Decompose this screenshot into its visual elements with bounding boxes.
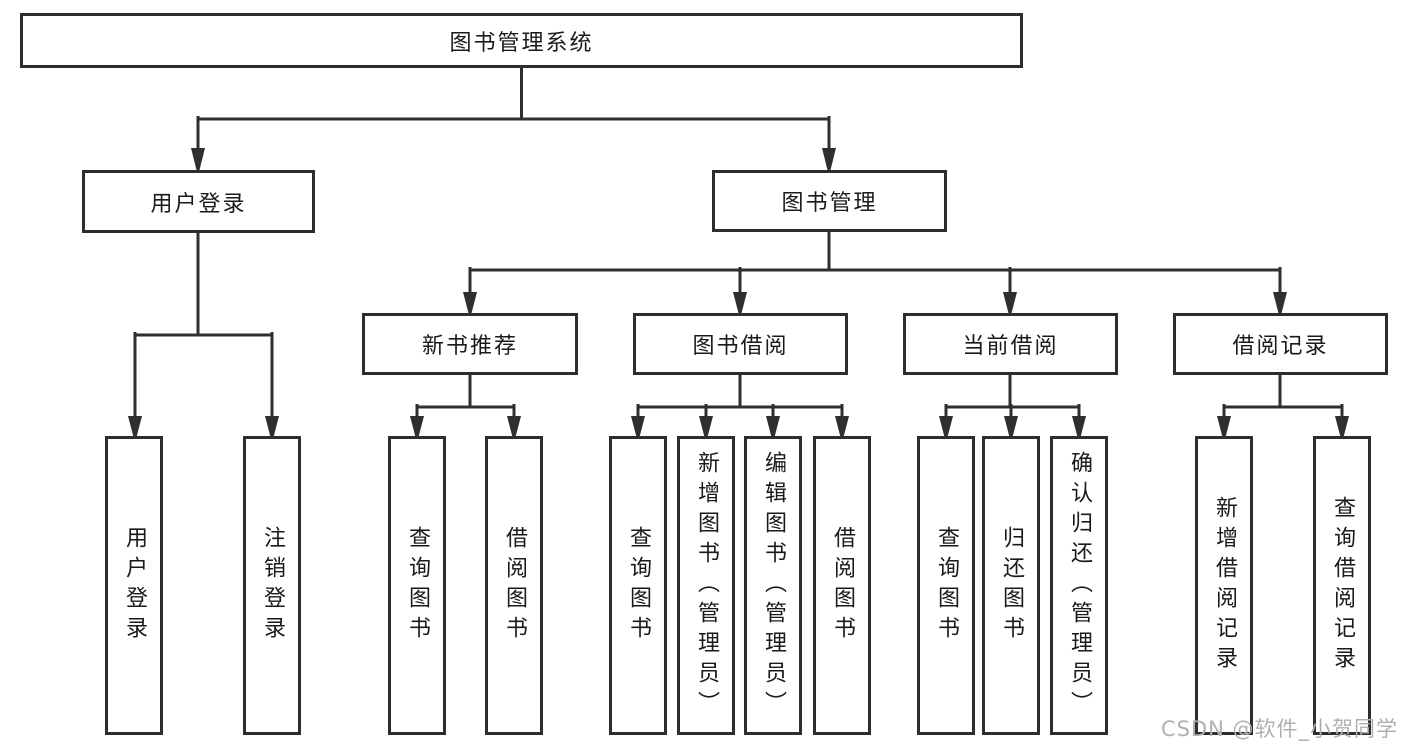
leaf-user-login: 用户登录 [105, 436, 163, 735]
leaf-query-books: 查询图书 [609, 436, 667, 735]
arrowheads [128, 148, 1349, 443]
node-library-system: 图书管理系统 [20, 13, 1023, 68]
leaf-logout-login: 注销登录 [243, 436, 301, 735]
node-book-management: 图书管理 [712, 170, 947, 232]
node-new-book-recommend: 新书推荐 [362, 313, 578, 375]
leaf-query-books: 查询图书 [917, 436, 975, 735]
leaf-return-books: 归还图书 [982, 436, 1040, 735]
node-book-borrowing: 图书借阅 [633, 313, 848, 375]
leaf-edit-books-admin: 编辑图书（管理员） [744, 436, 802, 735]
leaf-add-books-admin: 新增图书（管理员） [677, 436, 735, 735]
watermark-text: CSDN @软件_小贺同学 [1160, 717, 1398, 741]
leaf-query-borrow-record: 查询借阅记录 [1313, 436, 1371, 735]
node-user-login: 用户登录 [82, 170, 315, 233]
node-current-borrowing: 当前借阅 [903, 313, 1118, 375]
leaf-confirm-return-admin: 确认归还（管理员） [1050, 436, 1108, 735]
leaf-query-books: 查询图书 [388, 436, 446, 735]
node-borrowing-records: 借阅记录 [1173, 313, 1388, 375]
leaf-add-borrow-record: 新增借阅记录 [1195, 436, 1253, 735]
leaf-borrow-books: 借阅图书 [485, 436, 543, 735]
leaf-borrow-books: 借阅图书 [813, 436, 871, 735]
